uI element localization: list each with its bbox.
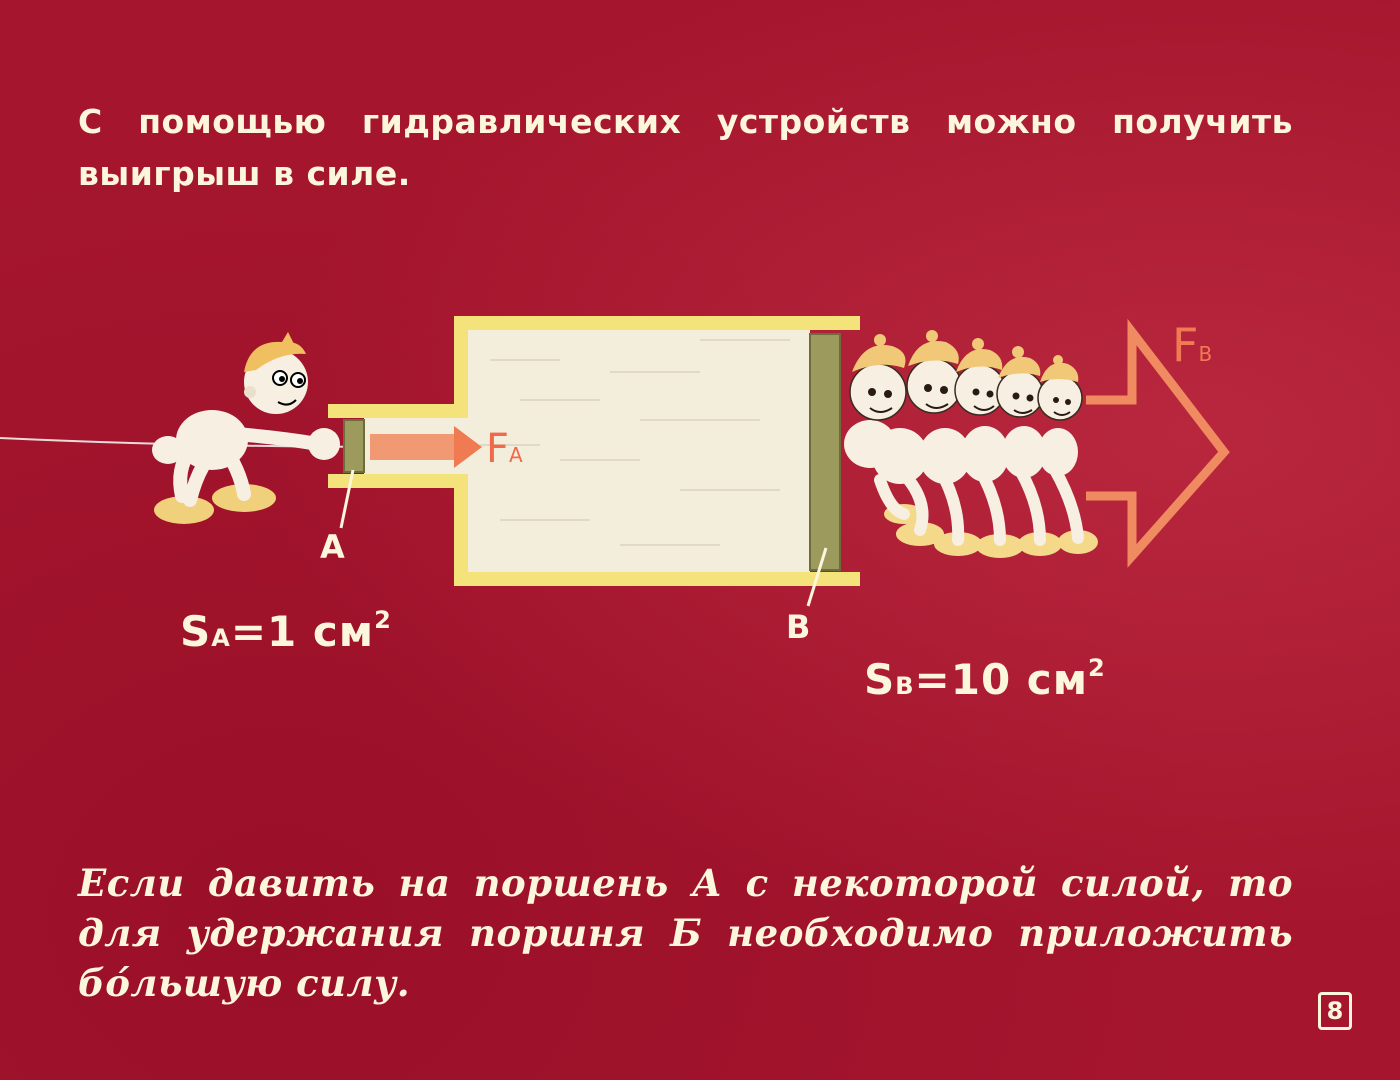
force-a-symbol: F <box>486 426 510 472</box>
piston-a-label: А <box>320 528 345 566</box>
page-number: 8 <box>1318 992 1352 1030</box>
force-a-arrow <box>370 426 482 468</box>
fluid <box>364 330 810 572</box>
area-a-symbol: S <box>180 607 212 656</box>
force-a-label: FA <box>486 426 523 472</box>
cylinder-walls <box>328 316 860 586</box>
fluid-texture <box>480 339 790 546</box>
area-a-exponent: 2 <box>374 606 392 634</box>
force-b-symbol: F <box>1172 318 1199 372</box>
piston-b-pointer <box>806 547 828 607</box>
boys-group-illustration <box>844 330 1098 558</box>
slide-caption: Если давить на поршень А с некоторой сил… <box>78 861 1293 1005</box>
piston-b <box>809 333 841 571</box>
piston-a-pointer <box>339 469 355 529</box>
area-a-value: =1 см <box>230 607 375 656</box>
slide-heading: С помощью гидравлических устройств можно… <box>78 102 1293 193</box>
area-b-exponent: 2 <box>1088 654 1106 682</box>
area-b-subscript: B <box>895 672 915 700</box>
area-b-value: =10 см <box>914 655 1089 704</box>
piston-b-label: В <box>786 608 811 646</box>
area-a-formula: SA=1 см2 <box>180 606 392 656</box>
force-b-label: FB <box>1172 318 1212 372</box>
boy-pushing-illustration <box>152 332 340 524</box>
area-a-subscript: A <box>211 624 231 652</box>
area-b-symbol: S <box>864 655 896 704</box>
area-b-formula: SB=10 см2 <box>864 654 1106 704</box>
piston-a <box>343 419 365 473</box>
force-b-subscript: B <box>1198 342 1213 366</box>
force-b-arrow <box>1086 318 1230 568</box>
force-a-subscript: A <box>509 443 523 467</box>
